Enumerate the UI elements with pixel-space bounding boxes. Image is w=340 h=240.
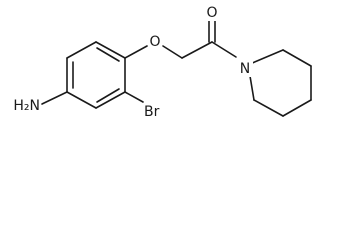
piperidine-bond-5 [253, 99, 284, 117]
piperidine-bond-4 [282, 99, 312, 117]
ring-double-bond-b [96, 88, 120, 103]
piperidine-bond-2 [282, 49, 312, 67]
ring-double-bond-a [96, 47, 120, 62]
substituent-bonds [41, 19, 237, 105]
bromine-label: Br [144, 104, 160, 120]
carbonyl-oxygen-bg [205, 3, 219, 21]
ether-oxygen-label: O [149, 34, 160, 50]
nitrogen-label: N [240, 61, 250, 77]
carbonyl-oxygen-label: O [206, 5, 217, 21]
chemical-structure-diagram: O O N H₂N Br [13, 3, 312, 120]
atom-labels: O O N H₂N Br [13, 3, 253, 120]
ring-bond-3 [95, 91, 126, 109]
nitrogen-bg [237, 59, 253, 77]
ring-bond-6 [66, 41, 97, 59]
piperidine-bond-6 [249, 75, 255, 101]
piperidine-ring [249, 49, 312, 117]
piperidine-bond-1 [249, 49, 284, 65]
amine-label: H₂N [13, 98, 40, 114]
bond-ring-to-bromine [124, 91, 144, 103]
bond-ch2-to-carbonyl [181, 41, 213, 59]
bond-ether-oxygen-to-ch2 [162, 45, 183, 59]
ring-bond-1 [95, 41, 126, 59]
benzene-ring [66, 41, 126, 109]
bond-ring-to-amine [41, 91, 68, 105]
bond-carbonyl-to-nitrogen [211, 41, 237, 58]
ether-oxygen-bg [148, 32, 162, 50]
ring-bond-4 [66, 91, 97, 109]
bond-ring-to-ether-oxygen [124, 45, 148, 59]
